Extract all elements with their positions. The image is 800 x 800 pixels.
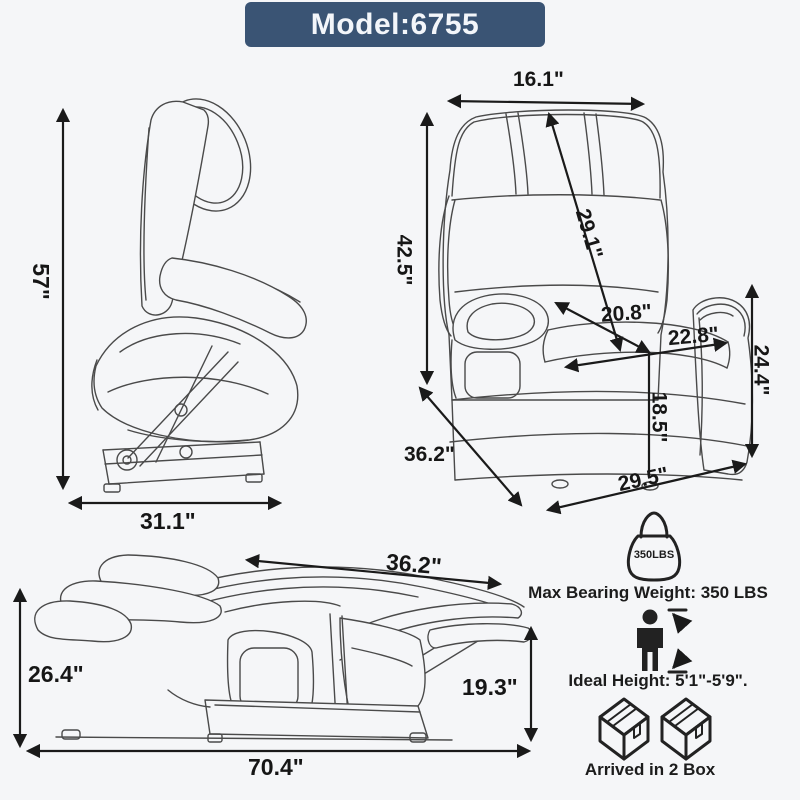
- reclined-chair-drawing: [34, 554, 533, 743]
- dim-front-seat-depth: 20.8": [600, 300, 653, 327]
- weight-badge-label: 350LBS: [633, 549, 675, 561]
- dim-reclined-backrest-length: 36.2": [385, 548, 443, 580]
- dim-front-backrest-width: 16.1": [513, 68, 564, 91]
- box-icon: [598, 697, 650, 761]
- two-boxes-icon: [598, 697, 712, 761]
- dim-reclined-length: 70.4": [248, 754, 304, 780]
- box-icon: [660, 697, 712, 761]
- dimension-arrows: [12, 94, 760, 759]
- ideal-height-caption: Ideal Height: 5'1"-5'9".: [568, 671, 748, 690]
- packaging-caption: Arrived in 2 Box: [584, 760, 716, 779]
- dim-front-overall-depth: 36.2": [404, 443, 455, 466]
- dim-front-seat-width: 22.8": [667, 322, 720, 351]
- dim-front-seat-floor-height: 18.5": [647, 391, 671, 443]
- model-banner: Model:6755: [245, 2, 545, 47]
- side-lifted-chair-drawing: [91, 98, 307, 493]
- model-label: Model:6755: [310, 7, 480, 41]
- dim-reclined-footrest-height: 19.3": [462, 674, 518, 700]
- dim-side-base-width: 31.1": [140, 508, 196, 534]
- dim-front-armrest-height: 24.4": [749, 344, 773, 396]
- weight-bag-icon: [626, 511, 682, 582]
- dim-reclined-back-height: 26.4": [28, 661, 84, 687]
- dim-side-height: 57": [27, 263, 54, 300]
- front-chair-drawing: [438, 109, 754, 491]
- person-height-icon: [637, 608, 693, 674]
- max-weight-caption: Max Bearing Weight: 350 LBS: [528, 583, 768, 602]
- dim-front-overall-height: 42.5": [392, 234, 416, 286]
